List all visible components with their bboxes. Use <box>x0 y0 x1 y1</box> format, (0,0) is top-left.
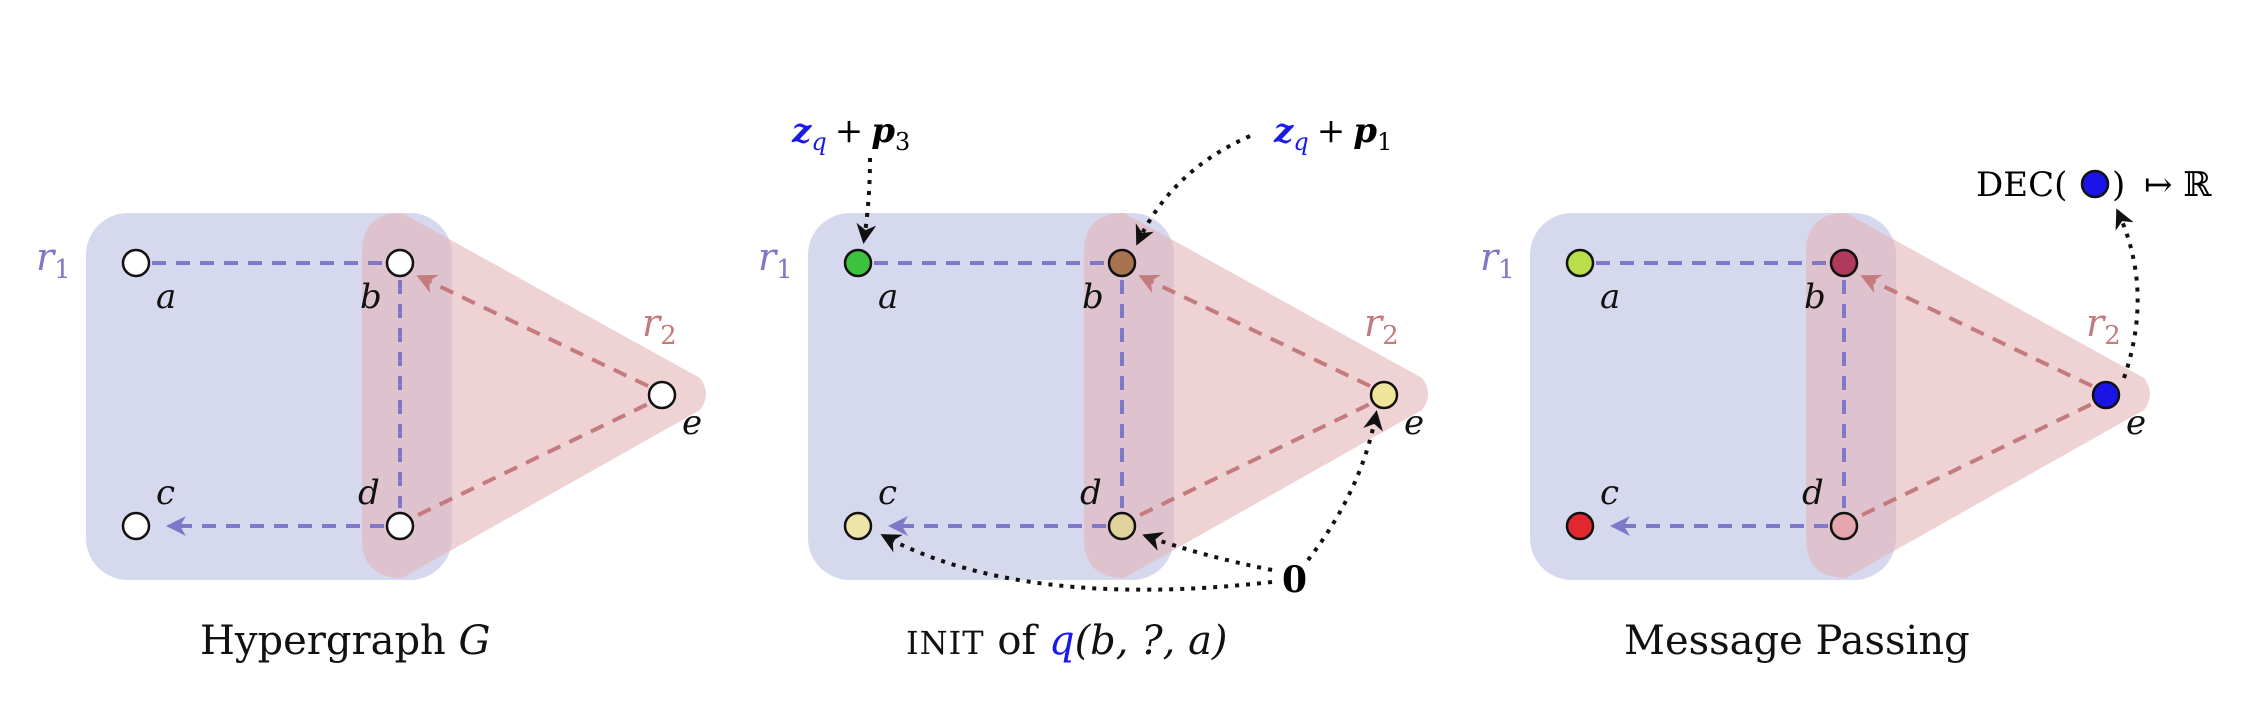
hyperedge-r2-region <box>362 213 706 578</box>
node-e <box>647 380 677 410</box>
hyperedge-r1-region <box>1530 213 1896 580</box>
edge-d-e <box>1861 402 2093 517</box>
node-c-label: c <box>156 473 175 513</box>
hyperedge-r2-label: r2 <box>1364 301 1399 351</box>
hyperedge-r2-label: r2 <box>2086 301 2121 351</box>
hyperedge-r1-region <box>808 213 1174 580</box>
edge-d-e <box>417 402 649 517</box>
node-a <box>843 248 873 278</box>
node-a-label: a <box>156 277 176 317</box>
node-c-label: c <box>1600 473 1619 513</box>
hyperedge-r2-label: r2 <box>642 301 677 351</box>
annotation-zq-p1: zq+p1 <box>1273 111 1392 156</box>
node-e-label: e <box>682 403 702 443</box>
node-e <box>2091 380 2121 410</box>
edge-e-b <box>416 274 649 388</box>
hyperedge-r1-label: r1 <box>1480 235 1515 285</box>
caption-message-passing: Message Passing <box>1624 618 1970 664</box>
node-a-label: a <box>1600 277 1620 317</box>
node-b-label: b <box>360 277 382 317</box>
decoder-close-paren: ) <box>2112 165 2125 205</box>
edge-e-b <box>1860 274 2093 388</box>
node-c <box>843 511 873 541</box>
init-arrow-to-d <box>1142 531 1273 572</box>
panel-message-passing: a b c d e r1 r2 DEC( ) ↦ ℝ Message Passi… <box>1480 165 2212 664</box>
node-e-label: e <box>1404 403 1424 443</box>
node-d <box>385 511 415 541</box>
node-c <box>1565 511 1595 541</box>
hyperedge-r2-region <box>1084 213 1428 578</box>
node-b-label: b <box>1804 277 1826 317</box>
hyperedge-r1-label: r1 <box>36 235 71 285</box>
edge-e-b <box>1138 274 1371 388</box>
decode-arrow <box>2115 208 2140 379</box>
node-e-label: e <box>2126 403 2146 443</box>
node-b <box>1829 248 1859 278</box>
init-arrow-to-c <box>880 534 1273 592</box>
node-b <box>1107 248 1137 278</box>
hyperedge-r1-region <box>86 213 452 580</box>
zero-vector-label: 0 <box>1282 559 1307 601</box>
decoder-maps-to-reals: ↦ ℝ <box>2144 165 2212 205</box>
panel-hypergraph: a b c d e r1 r2 Hypergraph G <box>36 213 706 664</box>
init-arrow-to-b <box>1135 134 1251 246</box>
node-b-label: b <box>1082 277 1104 317</box>
node-a-label: a <box>878 277 898 317</box>
node-c-label: c <box>878 473 897 513</box>
node-a <box>121 248 151 278</box>
caption-hypergraph: Hypergraph G <box>200 618 491 664</box>
annotation-zq-p3: zq+p3 <box>791 111 910 156</box>
decoder-label: DEC( <box>1976 165 2067 205</box>
node-d-label: d <box>1802 473 1824 513</box>
panel-init: a b c d e r1 r2 zq+p3 zq+p1 0 INIT of q(… <box>758 111 1428 664</box>
node-b <box>385 248 415 278</box>
node-d-label: d <box>358 473 380 513</box>
node-a <box>1565 248 1595 278</box>
caption-init: INIT of q(b, ?, a) <box>906 618 1228 664</box>
hyperedge-r1-label: r1 <box>758 235 793 285</box>
init-arrow-to-e <box>1306 410 1383 562</box>
node-d <box>1829 511 1859 541</box>
edge-d-e <box>1139 402 1371 517</box>
hyperedge-r2-region <box>1806 213 2150 578</box>
decoder-node-icon <box>2080 169 2110 199</box>
node-c <box>121 511 151 541</box>
node-e <box>1369 380 1399 410</box>
node-d <box>1107 511 1137 541</box>
node-d-label: d <box>1080 473 1102 513</box>
